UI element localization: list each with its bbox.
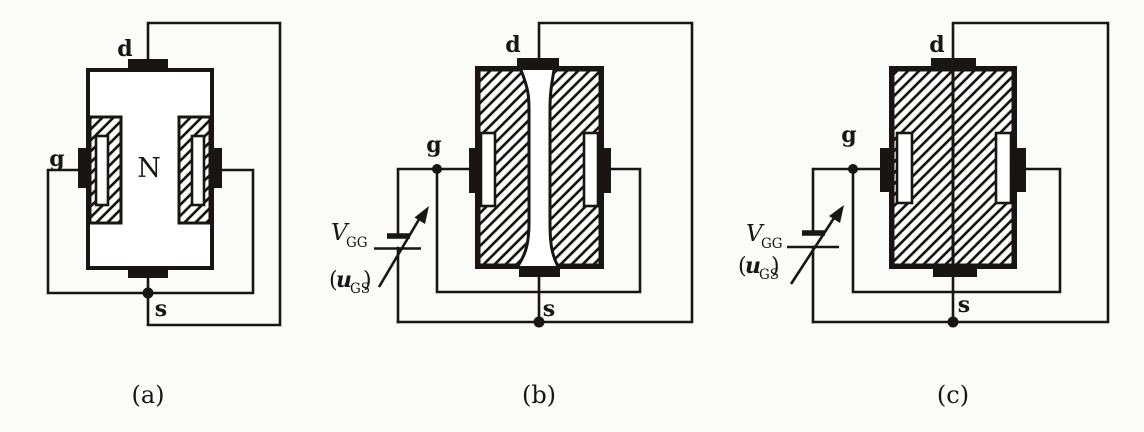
drain-label: d xyxy=(505,32,520,58)
channel-region xyxy=(517,70,558,267)
variable-source-arrowhead xyxy=(829,205,844,223)
gate-label: g xyxy=(426,132,441,158)
vgg-label: V xyxy=(331,220,350,246)
channel-edge-left xyxy=(516,69,531,268)
gate-tie-wire xyxy=(435,167,642,294)
source-contact xyxy=(128,268,168,278)
gate-contact-right xyxy=(602,148,611,193)
panel-caption: (a) xyxy=(131,381,164,409)
drain-source-loop-wire xyxy=(396,21,694,324)
drain-source-loop-wire xyxy=(146,21,282,327)
ugs-label: u xyxy=(745,253,761,279)
gate-strip-right xyxy=(190,134,206,207)
vgg-subscript: GG xyxy=(346,235,368,251)
panel-a: d g N s (a) xyxy=(46,21,282,409)
variable-source-arrow xyxy=(377,215,423,288)
ugs-label: u xyxy=(336,267,352,293)
drain-contact xyxy=(517,58,559,69)
vgg-label: V xyxy=(746,221,765,247)
ugs-close-paren: ) xyxy=(771,254,780,279)
panel-caption: (c) xyxy=(937,381,969,409)
gate-supply-wire xyxy=(396,167,471,236)
gate-strip-right xyxy=(994,131,1013,205)
source-label: s xyxy=(155,296,167,322)
source-node-dot xyxy=(142,287,154,299)
gate-contact-left xyxy=(880,148,891,192)
variable-source-arrow xyxy=(789,214,838,285)
drain-label: d xyxy=(117,36,132,62)
ugs-open-paren: ( xyxy=(329,268,338,293)
source-node-dot xyxy=(947,316,959,328)
drain-contact xyxy=(128,59,168,70)
gate-supply-wire xyxy=(811,167,884,233)
source-label: s xyxy=(543,296,555,322)
panel-caption: (b) xyxy=(522,381,556,409)
gate-strip-left xyxy=(94,134,110,207)
gate-contact-right xyxy=(1015,148,1026,192)
gate-contact-left xyxy=(469,148,478,193)
drain-label: d xyxy=(929,32,944,58)
drain-source-loop-wire xyxy=(811,21,1110,324)
channel-label: N xyxy=(137,153,161,184)
gate-label: g xyxy=(841,122,856,148)
source-contact xyxy=(519,266,560,277)
gate-strip-left xyxy=(895,131,914,205)
vgg-subscript: GG xyxy=(761,236,783,252)
ugs-subscript: GS xyxy=(759,267,779,283)
source-contact xyxy=(933,266,977,277)
gate-label: g xyxy=(49,146,64,172)
gate-node-dot xyxy=(848,164,858,174)
panel-c: d g s (c) V GG ( u GS ) xyxy=(738,21,1110,409)
channel-edge-right xyxy=(548,69,560,268)
source-node-dot xyxy=(533,316,545,328)
gate-tie-wire xyxy=(851,167,1062,294)
gate-contact-left xyxy=(78,148,90,188)
gate-strip-right xyxy=(582,131,600,208)
ugs-close-paren: ) xyxy=(363,268,372,293)
drain-contact xyxy=(931,58,976,69)
variable-source-arrowhead xyxy=(414,206,429,224)
gate-contact-right xyxy=(210,148,222,188)
ugs-open-paren: ( xyxy=(738,254,747,279)
gate-strip-left xyxy=(479,131,497,208)
panel-b: d g s (b) V GG ( u GS ) xyxy=(329,21,694,409)
ugs-subscript: GS xyxy=(350,281,370,297)
source-label: s xyxy=(958,292,970,318)
gate-node-dot xyxy=(432,164,442,174)
